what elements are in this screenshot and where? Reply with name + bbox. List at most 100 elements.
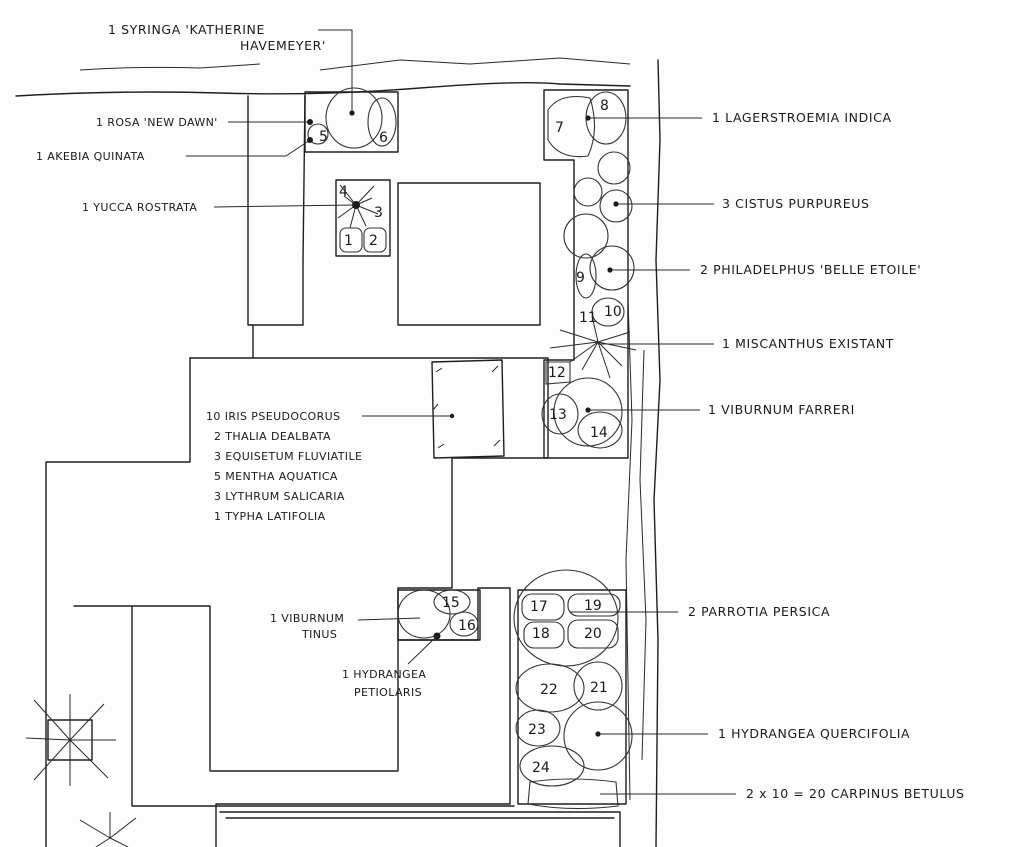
leader-hydrangea-petiolaris [407, 635, 438, 665]
plant-philadelphus-1 [563, 213, 609, 259]
plant-star-bottom-left [25, 694, 116, 786]
leader-dot-hydrangea-quercifolia [595, 731, 601, 737]
plant-16 [449, 611, 479, 637]
terrace-outline [247, 95, 306, 326]
label-syringa-line2: HAVEMEYER' [240, 38, 326, 53]
plant-number: 5 [319, 129, 328, 145]
plant-syringa [325, 87, 383, 149]
label-lagerstroemia: 1 LAGERSTROEMIA INDICA [712, 110, 892, 125]
leader-viburnum-tinus [357, 617, 421, 621]
bottom-bed [219, 811, 621, 847]
bed-yucca [335, 179, 391, 257]
plant-star-bottom [79, 812, 137, 847]
plant-hydrangea-quercifolia [563, 701, 633, 771]
plant-23 [515, 709, 561, 747]
boundary-line-right-outer [639, 349, 647, 761]
leader-dot-rosa [307, 119, 313, 125]
plant-number: 8 [600, 98, 609, 114]
plant-number: 13 [549, 407, 567, 423]
plant-20 [567, 619, 619, 649]
leader-syringa [318, 29, 353, 112]
plant-6 [367, 97, 397, 147]
label-pond-4: 5 MENTHA AQUATICA [214, 470, 338, 483]
label-philadelphus: 2 PHILADELPHUS 'BELLE ETOILE' [700, 262, 921, 277]
plant-carpinus-hedge [527, 778, 619, 810]
label-pond-2: 2 THALIA DEALBATA [214, 430, 331, 443]
label-hydrangea-petiolaris-line1: 1 HYDRANGEA [342, 668, 426, 681]
label-hydrangea-petiolaris-line2: PETIOLARIS [354, 686, 422, 699]
plant-number: 19 [584, 598, 602, 614]
boundary-line-top [15, 81, 631, 97]
leader-dot-pond [449, 413, 455, 419]
plant-cistus-1 [597, 151, 631, 185]
plant-number: 14 [590, 425, 608, 441]
plant-number: 17 [530, 599, 548, 615]
plant-number: 4 [339, 184, 348, 200]
plant-15 [433, 589, 471, 615]
plant-viburnum-farreri [553, 377, 623, 447]
plant-parrotia-1 [513, 569, 619, 667]
plant-9 [575, 253, 597, 299]
label-viburnum-farreri: 1 VIBURNUM FARRERI [708, 402, 855, 417]
label-pond-6: 1 TYPHA LATIFOLIA [214, 510, 326, 523]
leader-dot-philadelphus [607, 267, 613, 273]
plant-philadelphus-2 [589, 245, 635, 291]
plant-12 [545, 361, 571, 385]
plant-number: 20 [584, 626, 602, 642]
plant-22 [515, 663, 585, 713]
plant-2 [363, 227, 387, 253]
pond-hatch [432, 365, 501, 449]
plant-24 [519, 745, 585, 787]
plant-number: 11 [579, 310, 597, 326]
bed-right-strip [543, 89, 629, 459]
boundary-line-top-2 [79, 57, 631, 71]
plant-number: 2 [369, 233, 378, 249]
leader-yucca [213, 204, 357, 208]
plant-cistus-3 [599, 189, 633, 223]
label-syringa-line1: 1 SYRINGA 'KATHERINE [108, 22, 265, 37]
leader-akebia [186, 139, 311, 157]
plant-number: 10 [604, 304, 622, 320]
plant-number: 15 [442, 595, 460, 611]
label-yucca: 1 YUCCA ROSTRATA [82, 201, 197, 214]
label-pond-1: 10 IRIS PSEUDOCORUS [206, 410, 340, 423]
plant-cistus-2 [573, 177, 603, 207]
label-pond-3: 3 EQUISETUM FLUVIATILE [214, 450, 362, 463]
bed-syringa [304, 91, 399, 153]
plant-number: 12 [548, 365, 566, 381]
plant-number: 23 [528, 722, 546, 738]
plant-number: 1 [344, 233, 353, 249]
label-hydrangea-quercifolia: 1 HYDRANGEA QUERCIFOLIA [718, 726, 910, 741]
plant-number: 18 [532, 626, 550, 642]
plant-number: 3 [374, 205, 383, 221]
plant-7 [547, 95, 596, 158]
plant-10 [591, 297, 625, 327]
label-akebia: 1 AKEBIA QUINATA [36, 150, 145, 163]
plant-13 [541, 393, 579, 435]
plant-17 [521, 593, 565, 621]
leader-dot-akebia [307, 137, 313, 143]
central-square [397, 182, 541, 326]
label-rosa: 1 ROSA 'NEW DAWN' [96, 116, 218, 129]
plant-number: 21 [590, 680, 608, 696]
plant-number: 16 [458, 618, 476, 634]
plant-19 [567, 593, 621, 617]
plant-number: 9 [576, 270, 585, 286]
label-cistus: 3 CISTUS PURPUREUS [722, 196, 870, 211]
plant-5 [307, 123, 329, 145]
lower-lawn-outline [45, 357, 515, 847]
plant-number: 7 [555, 120, 564, 136]
plant-number: 24 [532, 760, 550, 776]
leader-dot-lagerstroemia [585, 115, 591, 121]
boundary-line-right [653, 59, 661, 847]
bed-lower-right [517, 589, 627, 805]
leader-dot-viburnum-farreri [585, 407, 591, 413]
plant-14 [577, 411, 623, 449]
label-pond-5: 3 LYTHRUM SALICARIA [214, 490, 345, 503]
label-miscanthus: 1 MISCANTHUS EXISTANT [722, 336, 894, 351]
plant-18 [523, 621, 565, 649]
plant-number: 6 [379, 130, 388, 146]
leader-dot-syringa [349, 110, 355, 116]
miscanthus-spikes [549, 315, 637, 379]
